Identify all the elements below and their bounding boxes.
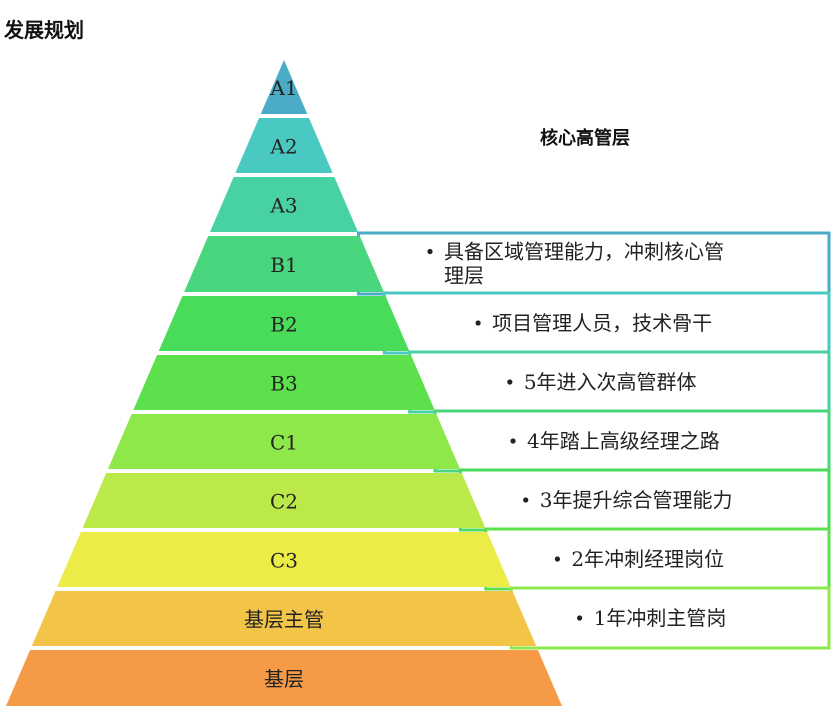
pyramid-level-label: A1 [269, 76, 297, 100]
pyramid-level-label: 基层主管 [244, 608, 324, 632]
pyramid-level-label: B2 [270, 313, 297, 337]
pyramid-level-B2 [158, 296, 410, 351]
pyramid-level-A3 [209, 177, 359, 232]
description-text: 理层 [444, 264, 484, 288]
bullet-icon [577, 615, 583, 621]
pyramid-level-基层 [6, 650, 562, 706]
pyramid-level-基层主管 [31, 591, 537, 646]
pyramid-level-label: 基层 [264, 667, 304, 691]
pyramid-level-C3 [57, 532, 511, 587]
pyramid-level-label: C3 [270, 549, 298, 573]
pyramid-level-label: C1 [270, 431, 298, 455]
pyramid-level-A1 [260, 60, 308, 114]
bullet-icon [523, 497, 529, 503]
bullet-icon [427, 248, 433, 255]
description-text: 5年进入次高管群体 [524, 370, 697, 394]
pyramid-level-A2 [235, 118, 333, 173]
description-text: 2年冲刺经理岗位 [571, 547, 724, 571]
description-text: 项目管理人员，技术骨干 [492, 311, 712, 335]
bullet-icon [475, 320, 481, 326]
description-box [509, 586, 831, 650]
description-text: 具备区域管理能力，冲刺核心管 [444, 240, 724, 264]
description-text: 3年提升综合管理能力 [540, 488, 733, 512]
pyramid-level-C2 [82, 473, 486, 528]
description-text: 1年冲刺主管岗 [594, 606, 727, 630]
pyramid-level-label: B1 [270, 253, 297, 277]
pyramid-level-label: A3 [269, 194, 297, 218]
description-box [382, 291, 831, 355]
pyramid-level-B3 [133, 355, 435, 410]
pyramid-level-label: A2 [269, 135, 297, 159]
description-box [356, 231, 831, 296]
page-title: 发展规划 [4, 18, 84, 42]
pyramid-level-B1 [184, 236, 384, 292]
bullet-icon [510, 438, 516, 444]
pyramid-level-C1 [107, 414, 461, 469]
pyramid-level-label: B3 [270, 372, 297, 396]
core-management-label: 核心高管层 [540, 128, 630, 149]
bullet-icon [554, 556, 561, 562]
bullet-icon [507, 379, 513, 385]
pyramid-level-label: C2 [270, 490, 298, 514]
description-text: 4年踏上高级经理之路 [527, 429, 720, 453]
